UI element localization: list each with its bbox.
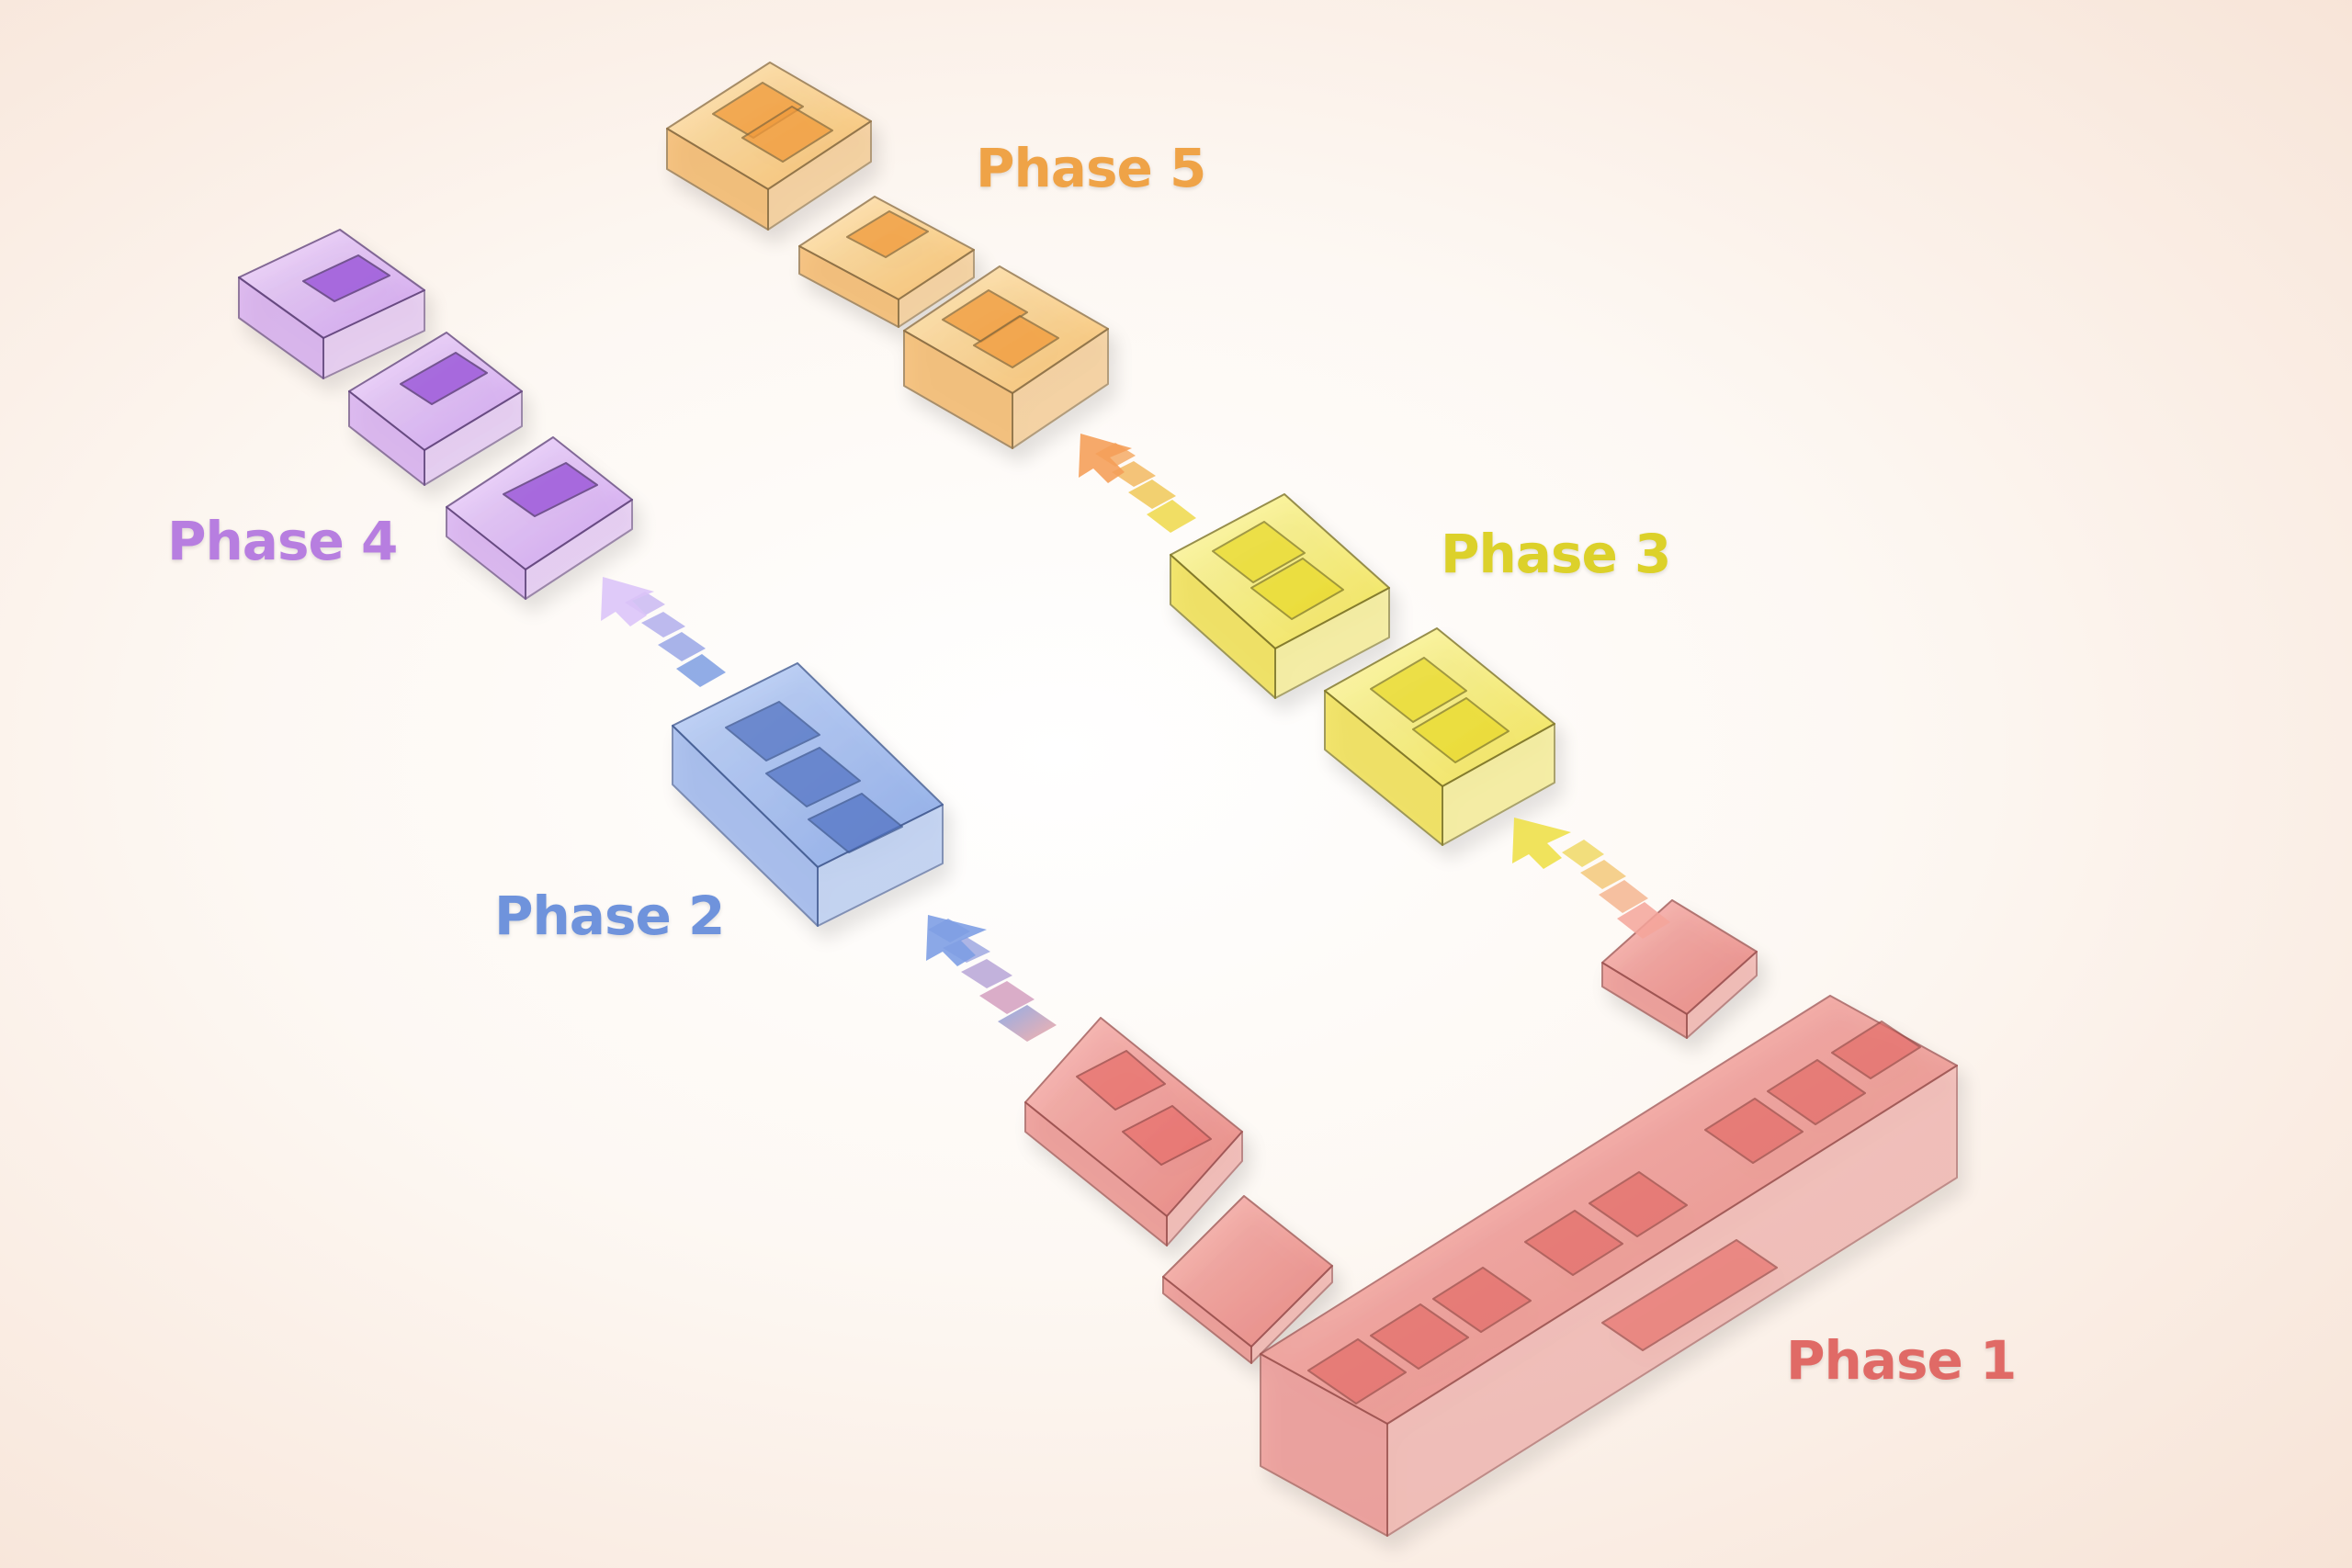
phase-1-slab-left [1162,1195,1333,1364]
phase-5-block-c [903,265,1109,449]
arrow-up-left-icon [601,577,726,687]
arrow-up-left-icon [926,915,1057,1042]
phase-2-buildings [672,662,944,927]
phase-4-block-a [238,229,425,379]
phase-5-label: Phase 5 [976,137,1206,199]
phase-1-label: Phase 1 [1786,1329,2017,1392]
phase-5-block-b [798,196,975,328]
phase-1-buildings [1024,899,1958,1537]
phase-2-label: Phase 2 [494,885,725,947]
phase-4-buildings [238,229,633,600]
phase-4-block-b [348,332,523,486]
arrow-up-left-icon [1079,434,1196,533]
phase-5-buildings [666,62,1109,449]
phase-3-block-a [1170,493,1390,699]
phase-3-block-b [1324,627,1555,846]
phase-3-label: Phase 3 [1441,523,1671,585]
phase-4-label: Phase 4 [167,510,398,572]
phase-1-building-left [1024,1017,1243,1247]
arrow-up-left-icon [1512,818,1670,939]
phase-3-buildings [1170,493,1555,846]
phase-4-block-c [446,436,633,600]
phase-5-block-a [666,62,872,231]
phase-1-main-building [1260,995,1958,1537]
